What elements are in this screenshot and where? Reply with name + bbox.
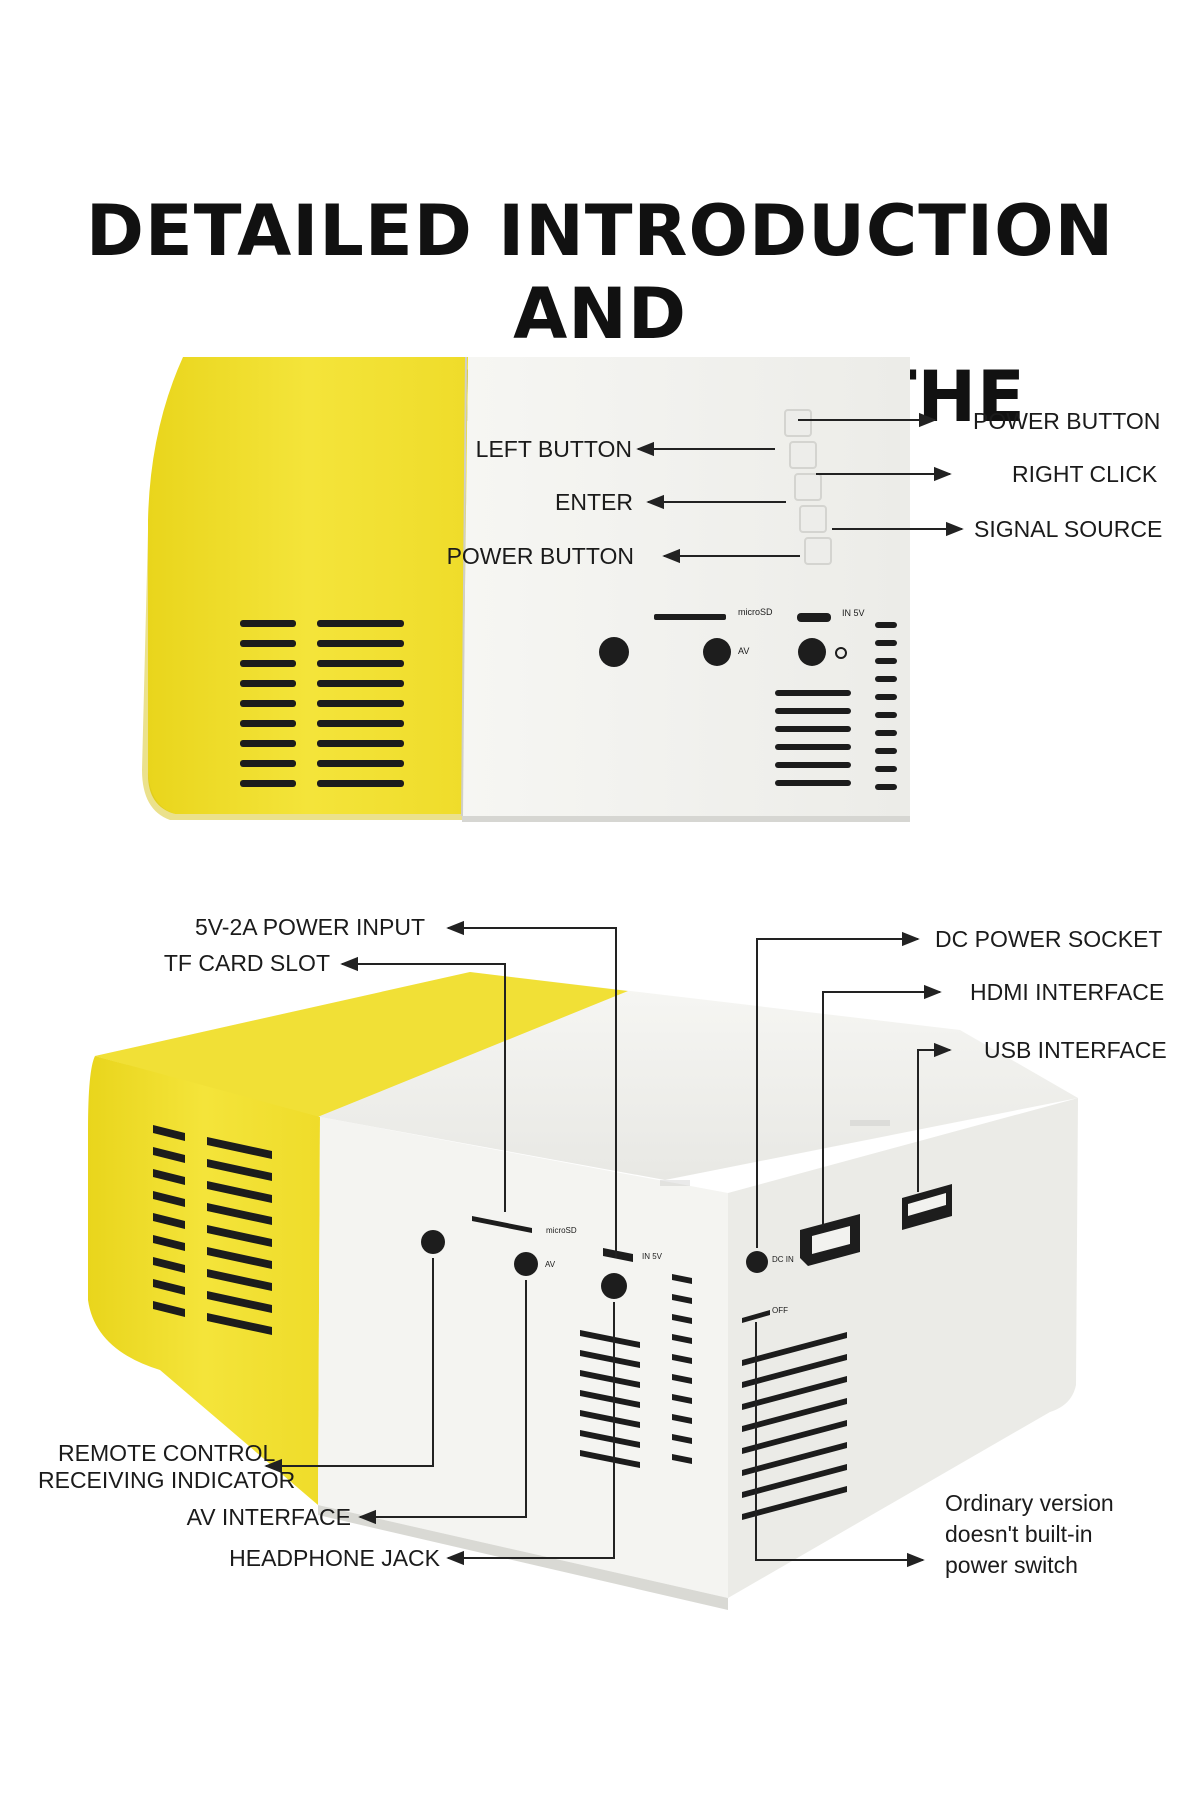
label-signal-source: SIGNAL SOURCE — [974, 516, 1163, 542]
vent-grille-side — [153, 1125, 272, 1335]
front-port-panel — [421, 1216, 633, 1299]
label-left-button: LEFT BUTTON — [475, 436, 632, 462]
projector-angled-view — [88, 920, 1078, 1610]
bottom-mark-microsd: microSD — [546, 1226, 577, 1235]
top-leader-lines — [636, 412, 964, 564]
label-usb-interface: USB INTERFACE — [984, 1037, 1167, 1063]
note-line-1: Ordinary version — [945, 1490, 1114, 1516]
vent-grille-front — [775, 622, 897, 790]
label-enter: ENTER — [555, 489, 633, 515]
label-remote-line-1: REMOTE CONTROL — [58, 1440, 276, 1466]
top-mark-microsd: microSD — [738, 607, 773, 617]
title-line-1: DETAILED INTRODUCTION AND — [85, 190, 1115, 355]
power-switch-note: Ordinary version doesn't built-in power … — [945, 1488, 1114, 1581]
bottom-mark-off: OFF — [772, 1306, 788, 1315]
vent-grille-front-angled — [580, 1274, 692, 1468]
bottom-mark-av: AV — [545, 1260, 556, 1269]
label-remote-line-2: RECEIVING INDICATOR — [38, 1467, 296, 1493]
label-remote-indicator: REMOTE CONTROL RECEIVING INDICATOR — [38, 1440, 295, 1494]
top-mark-av: AV — [738, 646, 750, 656]
label-power-button-left: POWER BUTTON — [446, 543, 634, 569]
top-mark-in5v: IN 5V — [842, 608, 865, 618]
bottom-mark-in5v: IN 5V — [642, 1252, 663, 1261]
projector-top-view — [142, 356, 964, 822]
bottom-mark-dcin: DC IN — [772, 1255, 794, 1264]
label-av-interface: AV INTERFACE — [186, 1504, 351, 1530]
note-line-2: doesn't built-in — [945, 1521, 1093, 1547]
vent-grille-left — [240, 620, 404, 787]
bottom-leader-lines — [264, 920, 952, 1568]
label-headphone-jack: HEADPHONE JACK — [229, 1545, 440, 1571]
label-power-input: 5V-2A POWER INPUT — [194, 914, 425, 940]
label-hdmi-interface: HDMI INTERFACE — [970, 979, 1165, 1005]
note-line-3: power switch — [945, 1552, 1078, 1578]
top-button-strip — [784, 409, 832, 565]
side-port-panel — [742, 1184, 952, 1323]
label-right-click: RIGHT CLICK — [1012, 461, 1158, 487]
vent-grille-side-right — [742, 1332, 847, 1520]
label-power-button-right: POWER BUTTON — [973, 408, 1161, 434]
label-dc-power-socket: DC POWER SOCKET — [935, 926, 1163, 952]
top-port-panel — [599, 613, 847, 667]
label-tf-card-slot: TF CARD SLOT — [163, 950, 330, 976]
